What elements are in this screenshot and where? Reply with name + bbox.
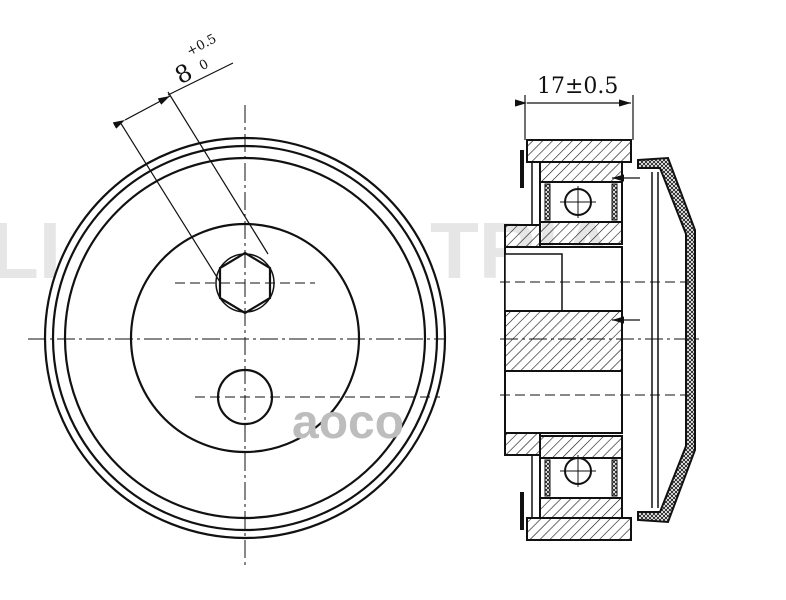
hub-flange-bottom <box>504 432 541 456</box>
width-dimension-label: 17±0.5 <box>537 74 619 99</box>
watermark-badge: aoco <box>292 396 405 449</box>
bearing-inner-bottom <box>539 435 623 459</box>
front-centerlines <box>28 105 445 565</box>
hub-core <box>504 310 623 372</box>
watermark-logo-left: LI <box>0 206 62 295</box>
section-view <box>504 139 696 541</box>
pulley-ring-bottom <box>526 517 632 541</box>
pulley-ring-top <box>526 139 632 163</box>
dust-cover <box>637 156 696 524</box>
hub-bore-bottom <box>504 370 623 434</box>
bearing-inner-top <box>539 221 623 245</box>
hex-dimension <box>112 62 269 283</box>
width-dimension <box>515 95 640 324</box>
bearing-outer-top <box>539 161 623 183</box>
bearing-outer-bottom <box>539 497 623 519</box>
hub-flange-top <box>504 224 541 248</box>
section-centerlines <box>500 186 700 487</box>
